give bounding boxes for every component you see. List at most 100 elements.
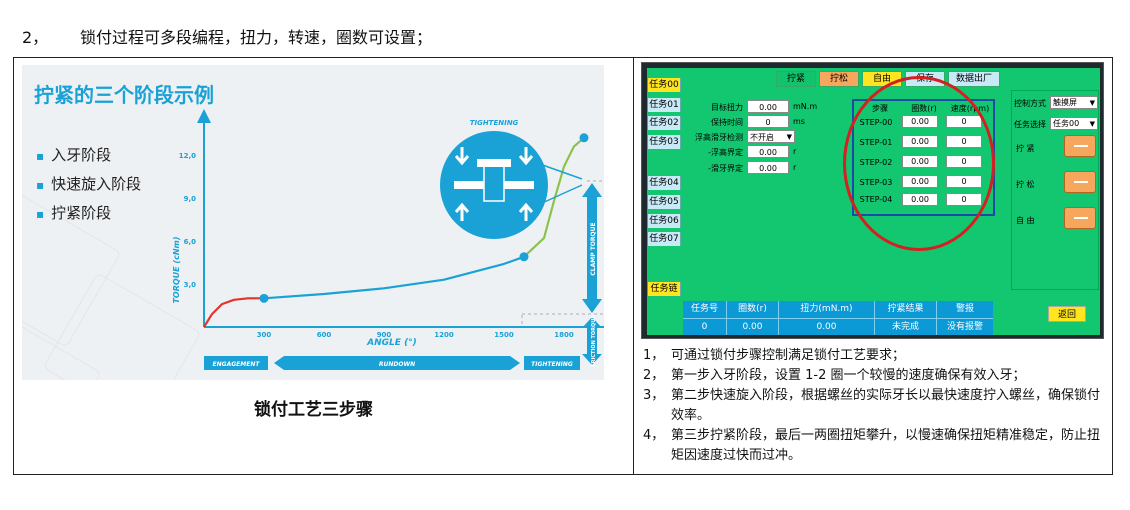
select-value: 不开启: [750, 133, 774, 142]
tighten-label: 拧 紧: [1016, 144, 1035, 153]
status-header: 扭力(mN.m): [779, 301, 875, 318]
phase-band-engagement: [204, 356, 268, 370]
arrow-up-icon: [454, 202, 470, 221]
phase-label: RUNDOWN: [379, 361, 415, 368]
top-button-loosen[interactable]: 拧松: [819, 71, 859, 87]
task-chain-tab[interactable]: 任务链: [648, 282, 681, 296]
y-tick-label: 6,0: [184, 238, 197, 246]
top-button-factory-data[interactable]: 数据出厂: [948, 71, 1000, 87]
x-tick-label: 900: [377, 331, 392, 339]
figure-title: 拧紧的三个阶段示例: [34, 83, 214, 107]
note-number: 4，: [643, 428, 665, 443]
x-axis-label: ANGLE (°): [366, 338, 417, 348]
arrow-down-icon: [454, 147, 470, 166]
arrow-up-icon: [518, 202, 534, 221]
status-header: 警报: [955, 304, 974, 314]
form-label: -滑牙界定: [708, 164, 743, 173]
phase-arrow-left-icon: [274, 356, 284, 370]
form-unit: ms: [793, 117, 805, 126]
note-item: 4， 第三步拧紧阶段，最后一两圈扭矩攀升，以慢速确保扭矩精准稳定，防止扭矩因速度过…: [641, 426, 1107, 466]
loosen-label: 拧 松: [1016, 180, 1035, 189]
float-limit-field[interactable]: 0.00: [747, 145, 789, 158]
free-label: 自 由: [1016, 216, 1035, 225]
note-text: 第一步入牙阶段，设置 1-2 圈一个较慢的速度确保有效入牙；: [671, 368, 1026, 383]
data-point: [579, 133, 589, 143]
tighten-button[interactable]: [1064, 135, 1096, 157]
arrow-down-icon: [518, 147, 534, 166]
notes-list: 1，可通过锁付步骤控制满足锁付工艺要求； 2，第一步入牙阶段，设置 1-2 圈一…: [641, 346, 1107, 466]
friction-arrow-up-icon: [582, 317, 602, 328]
tightening-title: TIGHTENING: [470, 119, 519, 127]
task-tab[interactable]: 任务02: [648, 116, 681, 130]
phase-arrow-right-icon: [510, 356, 520, 370]
x-tick-label: 1500: [494, 331, 514, 339]
content-table: 拧紧的三个阶段示例 入牙阶段 快速旋入阶段 拧紧阶段 3006009001200…: [13, 57, 1113, 475]
target-torque-field[interactable]: 0.00: [747, 100, 789, 113]
form-label: -浮高界定: [708, 148, 743, 157]
column-divider: [633, 58, 634, 474]
note-text: 可通过锁付步骤控制满足锁付工艺要求；: [671, 348, 906, 363]
control-mode-select[interactable]: 触摸屏 ▼: [1050, 96, 1098, 109]
control-panel: 控制方式 触摸屏▼ 任务选择 任务00▼ 拧 紧 拧 松 自 由: [1011, 90, 1099, 290]
status-value: 未完成: [875, 318, 937, 335]
highlight-circle: [843, 76, 995, 251]
screw-head: [477, 159, 511, 167]
screw-shank: [483, 164, 505, 202]
note-item: 2，第一步入牙阶段，设置 1-2 圈一个较慢的速度确保有效入牙；: [641, 366, 1107, 386]
top-button-tighten[interactable]: 拧紧: [776, 71, 816, 87]
return-button[interactable]: 返回: [1048, 306, 1086, 322]
section-text: 锁付过程可多段编程，扭力，转速，圈数可设置；: [80, 28, 433, 47]
phase-band-tightening: [524, 356, 580, 370]
task-tab[interactable]: 任务01: [648, 98, 681, 112]
phase-label: TIGHTENING: [531, 361, 573, 368]
y-axis-label: TORQUE (cNm): [172, 236, 181, 303]
series-line-2: [523, 136, 585, 258]
friction-arrow-down-icon: [582, 354, 602, 365]
form-label: 目标扭力: [711, 103, 743, 112]
y-tick-label: 12,0: [179, 152, 196, 160]
y-axis-arrow-icon: [197, 109, 211, 123]
chevron-down-icon: ▼: [1089, 99, 1095, 107]
clamp-arrow-up-icon: [582, 183, 602, 197]
series-line-0: [203, 297, 264, 328]
form-unit: r: [793, 163, 797, 172]
stage-bullets: 入牙阶段 快速旋入阶段 拧紧阶段: [36, 141, 141, 228]
task-tab[interactable]: 任务06: [648, 214, 681, 228]
task-tab[interactable]: 任务00: [648, 78, 681, 92]
task-tab[interactable]: 任务07: [648, 232, 681, 246]
hmi-screenshot: 拧紧 拧松 自由 保存 数据出厂 任务00 任务01 任务02 任务03 任务0…: [641, 62, 1104, 339]
tightening-stages-figure: 拧紧的三个阶段示例 入牙阶段 快速旋入阶段 拧紧阶段 3006009001200…: [22, 65, 604, 380]
y-tick-label: 3,0: [184, 281, 197, 289]
note-item: 3，第二步快速旋入阶段，根据螺丝的实际牙长以最快速度拧入螺丝，确保锁付效率。: [641, 386, 1107, 426]
chevron-down-icon: ▼: [1089, 120, 1095, 128]
stage-bullet: 入牙阶段: [36, 141, 141, 170]
task-tab[interactable]: 任务05: [648, 195, 681, 209]
task-select-label: 任务选择: [1014, 120, 1046, 129]
hold-time-field[interactable]: 0: [747, 115, 789, 128]
status-header: 任务号: [683, 301, 727, 318]
task-tab[interactable]: 任务03: [648, 135, 681, 149]
form-unit: mN.m: [793, 102, 818, 111]
section-heading: 2， 锁付过程可多段编程，扭力，转速，圈数可设置；: [22, 24, 432, 48]
clamp-arrow-down-icon: [582, 299, 602, 313]
float-slip-detect-select[interactable]: 不开启 ▼: [747, 130, 795, 143]
friction-torque-label: FRICTION TORQUE: [591, 315, 597, 367]
task-select[interactable]: 任务00▼: [1050, 117, 1098, 130]
phase-band-rundown: [284, 356, 510, 370]
chevron-down-icon: ▼: [786, 133, 792, 141]
note-text: 第二步快速旋入阶段，根据螺丝的实际牙长以最快速度拧入螺丝，确保锁付效率。: [671, 388, 1101, 423]
form-unit: r: [793, 147, 797, 156]
hmi-screen: 拧紧 拧松 自由 保存 数据出厂 任务00 任务01 任务02 任务03 任务0…: [647, 68, 1100, 335]
form-label: 保持时间: [711, 118, 743, 127]
loosen-button[interactable]: [1064, 171, 1096, 193]
select-value: 触摸屏: [1053, 98, 1077, 107]
status-value: 0: [683, 318, 727, 335]
note-text: 第三步拧紧阶段，最后一两圈扭矩攀升，以慢速确保扭矩精准稳定，防止扭矩因速度过快而…: [671, 428, 1101, 463]
slip-limit-field[interactable]: 0.00: [747, 161, 789, 174]
data-point: [259, 293, 269, 303]
section-number: 2，: [22, 28, 49, 47]
task-tab[interactable]: 任务04: [648, 176, 681, 190]
x-tick-label: 600: [317, 331, 332, 339]
free-button[interactable]: [1064, 207, 1096, 229]
